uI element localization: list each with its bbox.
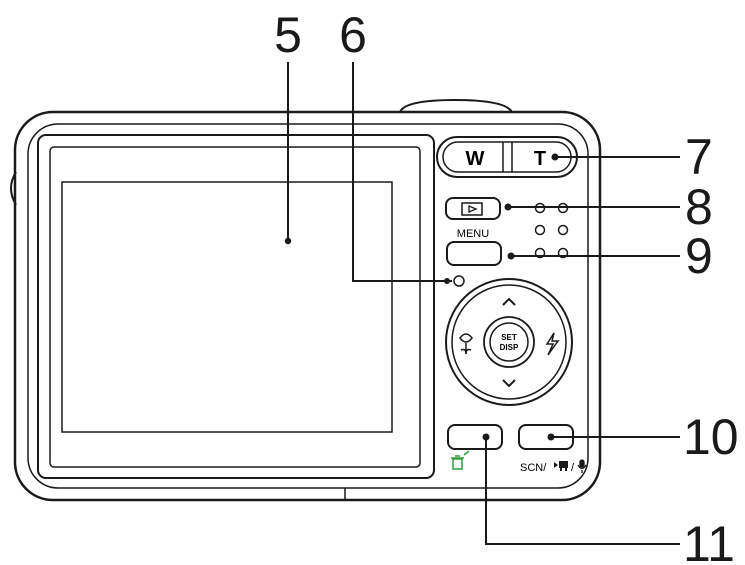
up-arrow-icon[interactable]	[502, 297, 516, 306]
nav-pad[interactable]	[451, 284, 567, 400]
menu-button[interactable]	[446, 241, 502, 266]
playback-button[interactable]	[445, 197, 501, 220]
playback-icon	[461, 202, 483, 216]
set-disp-button[interactable]	[489, 322, 529, 362]
down-arrow-icon[interactable]	[502, 379, 516, 388]
callout-5: 5	[274, 7, 302, 63]
strap-lug	[10, 171, 17, 206]
microphone-icon	[577, 459, 587, 473]
status-led	[453, 275, 465, 287]
set-label: SET	[501, 333, 517, 342]
callout-6: 6	[339, 7, 367, 63]
zoom-wide-button[interactable]: W	[466, 148, 485, 170]
callout-10: 10	[683, 409, 739, 465]
lcd-screen	[61, 181, 393, 433]
callout-11: 11	[683, 516, 735, 565]
flash-icon[interactable]	[545, 332, 560, 356]
callout-8: 8	[685, 179, 713, 235]
macro-flower-icon[interactable]	[459, 333, 473, 355]
callout-dots	[284, 153, 559, 441]
disp-label: DISP	[500, 343, 519, 352]
menu-label: MENU	[457, 228, 489, 240]
camera-top-bump	[399, 98, 513, 113]
delete-trash-icon	[451, 450, 470, 470]
svg-text:/: /	[571, 462, 575, 474]
scn-label: SCN/	[520, 462, 547, 474]
callout-9: 9	[685, 228, 713, 284]
lcd-frame	[49, 146, 421, 468]
zoom-tele-button[interactable]: T	[534, 148, 546, 170]
callout-7: 7	[685, 129, 713, 185]
callout-lines	[287, 62, 680, 545]
camera-body-inner	[27, 123, 589, 489]
delete-button[interactable]	[447, 424, 503, 450]
movie-icon	[554, 461, 568, 471]
